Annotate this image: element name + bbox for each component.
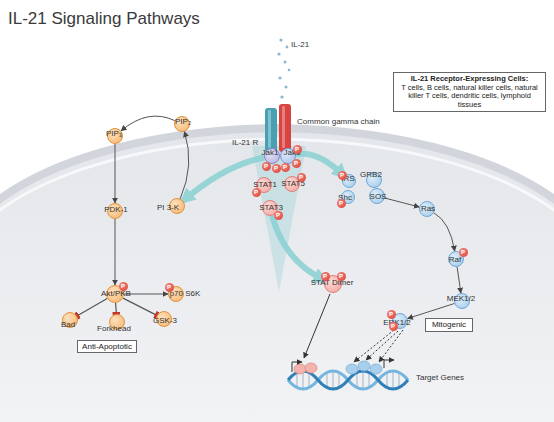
phosphate-mark: P [292, 159, 301, 168]
protein-name: MEK1/2 [447, 294, 475, 303]
phosphate-mark: P [337, 272, 346, 281]
protein-name: PIP₃ [106, 129, 122, 138]
label-box: Mitogenic [425, 318, 473, 332]
inhibition-line [115, 303, 117, 314]
box-text: Mitogenic [429, 319, 469, 331]
protein-circle: MEK1/2 [454, 293, 470, 309]
protein-name: GRB2 [360, 170, 382, 179]
dna-helix [288, 361, 408, 390]
protein-circle: PIP₂ [174, 116, 190, 132]
pathway-arrow [121, 116, 175, 131]
phosphate-mark: P [389, 322, 398, 331]
protein-circle: Forkhead [109, 314, 125, 330]
protein-name: Jak1 [262, 148, 279, 157]
box-text: T cells, B cells, natural killer cells, … [397, 84, 542, 110]
protein-circle: PIP₃ [107, 128, 123, 144]
protein-name: PI 3-K [157, 203, 179, 212]
note-box: IL-21 Receptor-Expressing Cells:T cells,… [393, 72, 546, 112]
label-box: Anti-Apoptotic [77, 340, 137, 353]
pathway-arrow [408, 304, 455, 319]
protein-name: Ras [421, 204, 435, 213]
diagram-label: Target Genes [416, 373, 464, 382]
protein-name: PIP₂ [175, 117, 191, 126]
phosphate-mark: P [281, 163, 290, 172]
phosphate-mark: P [272, 164, 281, 173]
protein-name: GSK-3 [153, 316, 177, 325]
phosphate-mark: P [459, 248, 468, 257]
pathway-arrow [180, 132, 189, 199]
inhibition-line [77, 299, 107, 317]
diagram-label: IL-21 [291, 40, 309, 49]
page-title: IL-21 Signaling Pathways [8, 9, 200, 29]
protein-circle: Ras [419, 201, 435, 217]
phosphate-mark: P [274, 211, 283, 220]
cytokine-dots [277, 38, 290, 98]
protein-circle: PDK-1 [107, 203, 123, 219]
protein-name: Raf [449, 255, 461, 264]
protein-circle: SOS [369, 188, 385, 204]
protein-name: p70 S6K [170, 289, 201, 298]
protein-name: PDK-1 [104, 205, 128, 214]
protein-name: Bad [61, 320, 75, 329]
phosphate-mark: P [293, 145, 302, 154]
diagram-label: Common gamma chain [297, 117, 380, 126]
protein-circle: Bad [62, 312, 78, 328]
phosphate-mark: P [338, 171, 347, 180]
phosphate-mark: P [165, 283, 174, 292]
pathway-arrow [434, 213, 455, 251]
protein-circle: GSK-3 [156, 311, 172, 327]
pathway-arrow [385, 198, 420, 207]
phosphate-mark: P [297, 173, 306, 182]
signal-cone [252, 146, 306, 292]
inhibition-line [123, 298, 157, 315]
phosphate-mark: P [262, 162, 271, 171]
protein-name: STAT Dimer [311, 278, 354, 287]
phosphate-mark: P [119, 282, 128, 291]
box-heading: IL-21 Receptor-Expressing Cells: [397, 75, 542, 84]
protein-name: Forkhead [97, 324, 131, 333]
box-text: Anti-Apoptotic [81, 341, 133, 352]
phosphate-mark: P [337, 199, 346, 208]
leader-arrows [292, 294, 403, 372]
phosphate-mark: P [321, 272, 330, 281]
protein-circle: PI 3-K [169, 198, 185, 214]
diagram-label: IL-21 R [232, 138, 258, 147]
pathway-arrow [457, 267, 461, 293]
pathway-arrow [183, 158, 264, 201]
receptor [265, 104, 291, 152]
phosphate-mark: P [252, 188, 261, 197]
phosphate-mark: P [387, 310, 396, 319]
cell-membrane [0, 128, 554, 422]
pathway-arrow [272, 216, 325, 281]
protein-circle: GRB2 [366, 172, 382, 188]
protein-name: SOS [370, 192, 387, 201]
pathway-arrow [115, 219, 116, 285]
pathway-arrow [115, 144, 116, 203]
